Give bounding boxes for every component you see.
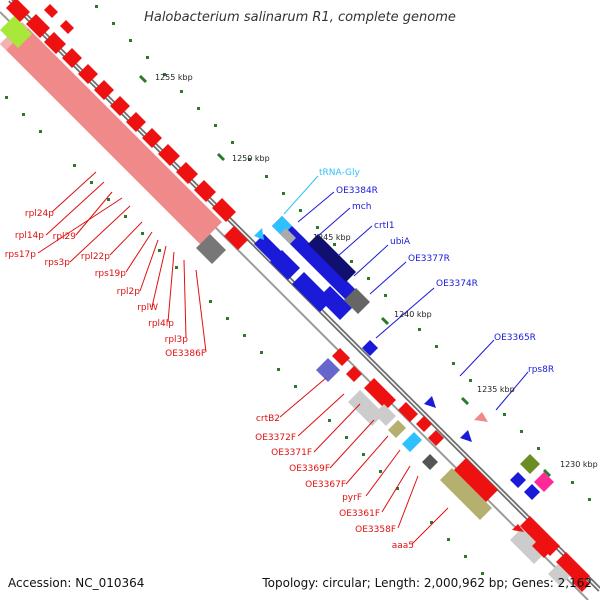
- gene-label: aaa5: [392, 541, 414, 551]
- gene-label: rps8R: [528, 365, 554, 375]
- gene-label: OE3374R: [436, 279, 478, 289]
- gene-label: rpl22p: [81, 252, 110, 262]
- lower-gene-cluster: [316, 348, 590, 592]
- gene-label: crtB2: [256, 414, 280, 424]
- gene-label: rpl2p: [117, 287, 141, 297]
- gene-label: mch: [352, 202, 371, 212]
- kbp-labels: 1255 kbp 1250 kbp 1245 kbp 1240 kbp 1235…: [155, 73, 598, 469]
- kbp-label: 1250 kbp: [232, 154, 270, 163]
- gene-label: OE3371F: [271, 448, 312, 458]
- gene-label: ubiA: [390, 237, 411, 247]
- kbp-label: 1230 kbp: [560, 460, 598, 469]
- gene-label: OE3372F: [255, 433, 296, 443]
- tick-track-inner: [5, 96, 484, 575]
- reverse-genes-cluster: [254, 216, 540, 500]
- gene-label: rps3p: [44, 258, 70, 268]
- tick-track-outer: [95, 5, 591, 501]
- kbp-label: 1235 kbp: [477, 385, 515, 394]
- gene-label: rpl4lp: [148, 319, 174, 329]
- leaders-blue: [297, 191, 529, 411]
- gene-labels-blue: OE3384R mch crtI1 ubiA OE3377R OE3374R O…: [336, 186, 554, 375]
- kbp-label: 1255 kbp: [155, 73, 193, 82]
- gene-label: rpl24p: [25, 209, 54, 219]
- leader-trna: [283, 175, 319, 215]
- genome-summary-text: Topology: circular; Length: 2,000,962 bp…: [262, 576, 592, 590]
- gene-label: OE3361F: [339, 509, 380, 519]
- gene-label: crtI1: [374, 221, 395, 231]
- gene-label: rpl14p: [15, 231, 44, 241]
- gene-label: OE3358F: [355, 525, 396, 535]
- gene-labels-red-lower: crtB2 OE3372F OE3371F OE3369F OE3367F py…: [255, 414, 414, 551]
- gene-label: OE3377R: [408, 254, 450, 264]
- gene-label: OE3384R: [336, 186, 378, 196]
- gene-label: tRNA-Gly: [319, 168, 361, 178]
- forward-genes-upper: [6, 0, 248, 250]
- gene-label: OE3365R: [494, 333, 536, 343]
- gene-label: rpl29: [53, 232, 77, 242]
- gene-label: rpl3p: [165, 335, 189, 345]
- gene-labels-red-upper: rpl24p rpl14p rpl29 rps17p rps3p rpl22p …: [5, 209, 206, 359]
- gene-label: rps19p: [95, 269, 127, 279]
- gene-label: rplW: [137, 303, 158, 313]
- leaders-red-lower: [279, 377, 449, 545]
- kbp-label: 1245 kbp: [313, 233, 351, 242]
- accession-text: Accession: NC_010364: [8, 576, 145, 590]
- leaders-red-upper: [37, 171, 207, 353]
- genome-title: Halobacterium salinarum R1, complete gen…: [144, 10, 456, 25]
- kbp-label: 1240 kbp: [394, 310, 432, 319]
- gene-label: OE3386F: [165, 349, 206, 359]
- gene-label: rps17p: [5, 250, 37, 260]
- gene-label: OE3369F: [289, 464, 330, 474]
- gene-label: OE3367F: [305, 480, 346, 490]
- gene-label: pyrF: [342, 493, 362, 503]
- ribosomal-region: [0, 16, 226, 264]
